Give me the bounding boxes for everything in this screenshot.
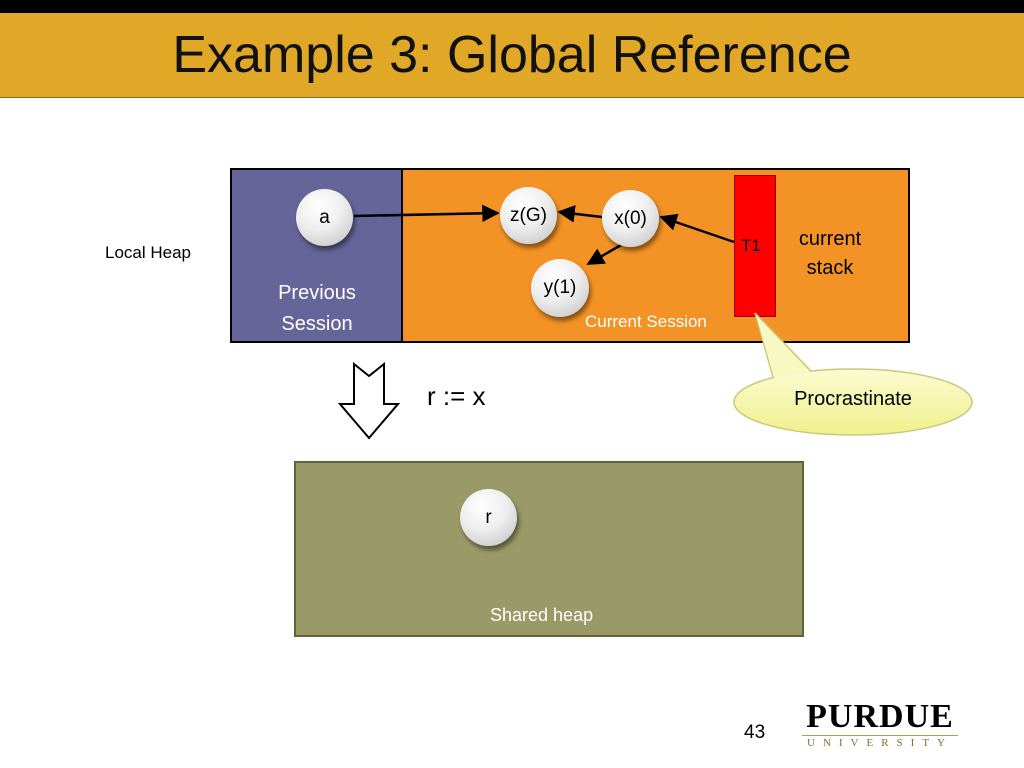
shared-heap-label: Shared heap	[490, 605, 594, 625]
node-a: a	[296, 189, 353, 246]
top-strip	[0, 0, 1024, 13]
down-arrow-icon	[338, 362, 400, 440]
previous-session-label: Previous Session	[232, 278, 402, 340]
logo-name: PURDUE	[806, 698, 954, 735]
assignment-statement: r := x	[427, 381, 486, 411]
node-z: z(G)	[500, 187, 557, 244]
node-r: r	[460, 489, 517, 546]
page-number: 43	[744, 722, 766, 743]
logo-rule	[802, 735, 958, 736]
current-stack-label: current stack	[784, 225, 876, 283]
purdue-logo: PURDUE UNIVERSITY	[800, 700, 960, 752]
current-stack-label-line1: current	[798, 228, 862, 250]
title-bar: Example 3: Global Reference	[0, 13, 1024, 98]
previous-session-label-line2: Session	[281, 313, 353, 335]
node-y: y(1)	[531, 259, 589, 317]
slide-title: Example 3: Global Reference	[172, 26, 852, 84]
callout-label: Procrastinate	[794, 388, 912, 410]
logo-subtitle: UNIVERSITY	[807, 737, 953, 749]
shared-heap-region	[294, 461, 804, 637]
current-session-label: Current Session	[585, 312, 707, 331]
thread-stack-t1	[734, 175, 776, 317]
current-session-region	[401, 168, 910, 343]
current-stack-label-line2: stack	[806, 257, 854, 279]
node-x: x(0)	[602, 190, 659, 247]
procrastinate-callout	[733, 312, 973, 436]
thread-label: T1	[741, 236, 761, 255]
previous-session-label-line1: Previous	[278, 282, 356, 304]
local-heap-label: Local Heap	[105, 243, 192, 262]
